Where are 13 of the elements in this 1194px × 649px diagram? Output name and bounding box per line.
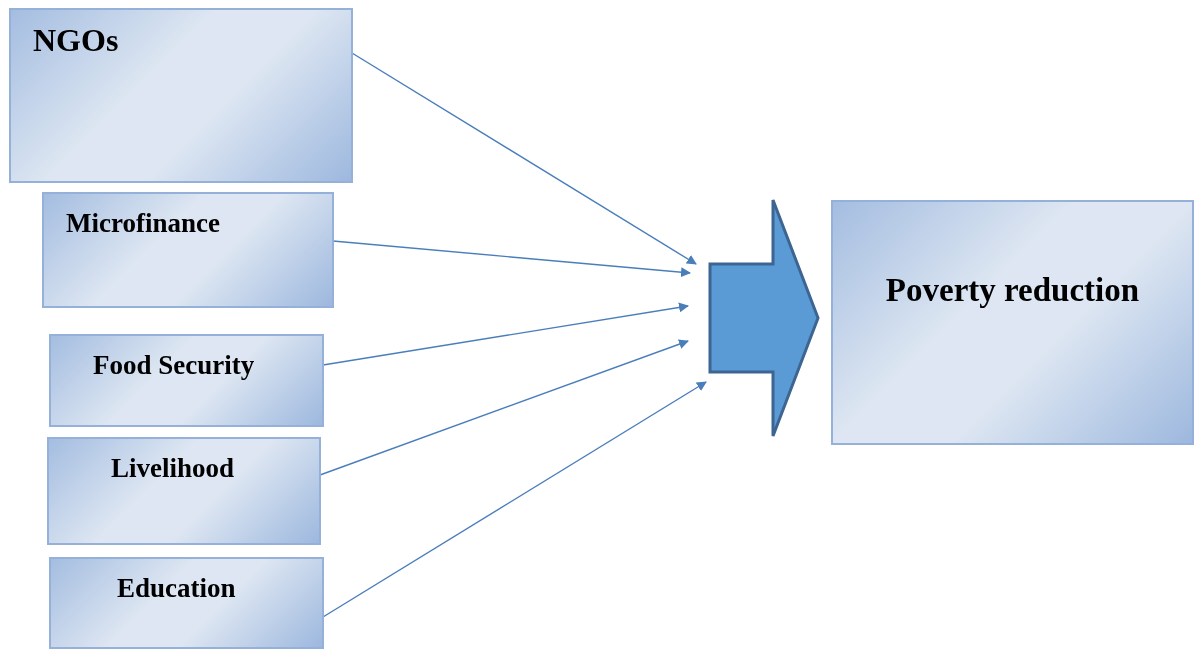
process-box [47, 437, 321, 545]
process-box [42, 192, 334, 308]
box-label: Food Security [93, 350, 255, 381]
process-box [49, 557, 324, 649]
process-box [49, 334, 324, 427]
block-arrow [708, 198, 822, 438]
box-label: Microfinance [66, 208, 220, 239]
box-label: Poverty reduction [884, 271, 1141, 309]
process-box [831, 200, 1194, 445]
process-box [9, 8, 353, 183]
box-label: Education [117, 573, 236, 604]
box-label: NGOs [33, 22, 119, 59]
box-label: Livelihood [111, 453, 235, 484]
